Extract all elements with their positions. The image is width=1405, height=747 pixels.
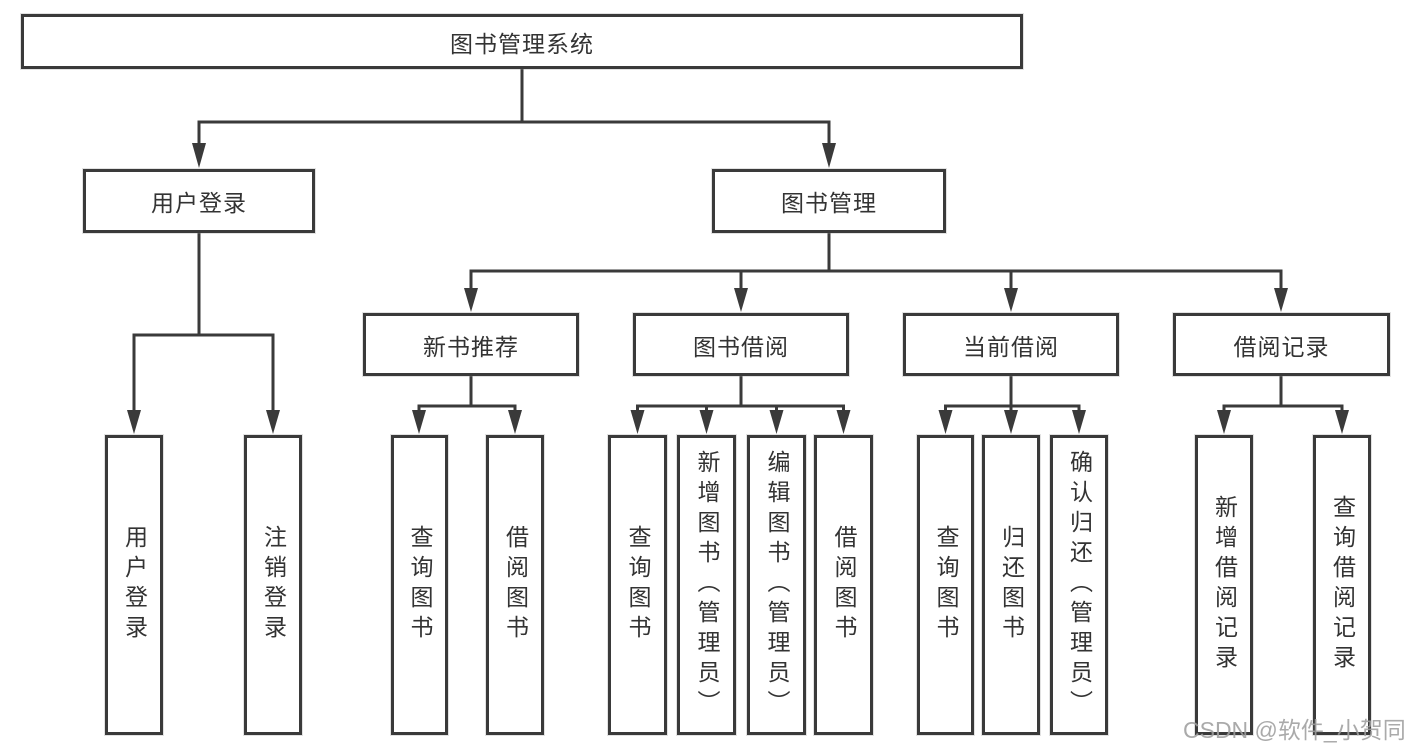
node-label: 图书管理 xyxy=(781,190,877,216)
arrow-to-leaf-user-login xyxy=(127,410,141,434)
arrow-to-leaf-add-book-admin xyxy=(699,410,714,434)
node-library-management-system: 图书管理系统 xyxy=(21,14,1023,69)
arrow-to-new-book-recommend xyxy=(464,288,478,312)
leaf-add-book-admin: 新增图书（管理员） xyxy=(677,435,736,735)
leaf-add-borrow-record: 新增借阅记录 xyxy=(1195,435,1253,735)
node-label: 图书管理系统 xyxy=(450,30,594,57)
arrow-to-user-login xyxy=(192,143,206,168)
arrowheads xyxy=(127,143,1349,434)
arrow-to-leaf-logout xyxy=(266,410,280,434)
node-book-borrow: 图书借阅 xyxy=(633,313,849,376)
node-new-book-recommend: 新书推荐 xyxy=(363,313,579,376)
arrow-to-leaf-confirm-return-admin xyxy=(1072,410,1086,434)
leaf-logout: 注销登录 xyxy=(244,435,302,735)
node-label: 查询图书 xyxy=(933,525,959,645)
node-label: 归还图书 xyxy=(998,525,1025,645)
connector-root-to-level2 xyxy=(197,68,831,146)
node-label: 查询图书 xyxy=(625,525,651,645)
arrow-to-leaf-query-books-3 xyxy=(938,410,953,434)
arrow-to-leaf-add-borrow-record xyxy=(1217,410,1231,434)
node-label: 图书借阅 xyxy=(693,333,789,360)
arrow-to-book-management xyxy=(822,143,836,168)
arrow-to-leaf-query-books-2 xyxy=(630,410,645,434)
node-book-management: 图书管理 xyxy=(712,169,946,233)
leaf-edit-book-admin: 编辑图书（管理员） xyxy=(747,435,806,735)
node-user-login: 用户登录 xyxy=(83,169,315,233)
arrow-to-leaf-query-borrow-record xyxy=(1335,410,1349,434)
node-label: 编辑图书（管理员） xyxy=(764,450,790,720)
leaf-query-books-recommend: 查询图书 xyxy=(391,435,448,735)
node-label: 查询借阅记录 xyxy=(1329,495,1356,675)
arrow-to-leaf-borrow-books-2 xyxy=(836,410,851,434)
connector-borrow-to-leaves xyxy=(636,376,845,412)
leaf-query-borrow-record: 查询借阅记录 xyxy=(1313,435,1371,735)
arrow-to-borrow-records xyxy=(1274,288,1288,312)
node-label: 查询图书 xyxy=(407,525,433,645)
node-label: 注销登录 xyxy=(260,525,287,645)
node-label: 新书推荐 xyxy=(423,333,519,360)
arrow-to-current-borrow xyxy=(1004,288,1018,312)
leaf-user-login: 用户登录 xyxy=(105,435,163,735)
connector-recommend-to-leaves xyxy=(417,376,517,412)
connector-mgmt-to-level3 xyxy=(469,233,1283,290)
arrow-to-book-borrow xyxy=(734,288,748,312)
node-label: 用户登录 xyxy=(151,190,247,216)
leaf-confirm-return-admin: 确认归还（管理员） xyxy=(1050,435,1108,735)
leaf-query-books-current: 查询图书 xyxy=(917,435,974,735)
node-label: 借阅记录 xyxy=(1233,333,1330,360)
node-label: 借阅图书 xyxy=(831,525,857,645)
node-label: 借阅图书 xyxy=(502,525,529,645)
node-label: 新增图书（管理员） xyxy=(694,450,720,720)
node-label: 用户登录 xyxy=(121,525,148,645)
arrow-to-leaf-borrow-books-1 xyxy=(508,410,522,434)
leaf-return-books: 归还图书 xyxy=(982,435,1040,735)
arrow-to-leaf-edit-book-admin xyxy=(769,410,784,434)
connector-records-to-leaves xyxy=(1222,376,1344,412)
connector-current-to-leaves xyxy=(944,376,1081,412)
arrow-to-leaf-return-books xyxy=(1004,410,1018,434)
node-label: 新增借阅记录 xyxy=(1211,495,1238,675)
node-label: 确认归还（管理员） xyxy=(1066,450,1093,720)
leaf-borrow-books-recommend: 借阅图书 xyxy=(486,435,544,735)
leaf-borrow-books-borrow: 借阅图书 xyxy=(814,435,873,735)
connector-login-to-leaves xyxy=(132,233,275,412)
connector-strokes xyxy=(132,68,1344,412)
node-label: 当前借阅 xyxy=(963,333,1059,360)
node-borrow-records: 借阅记录 xyxy=(1173,313,1390,376)
leaf-query-books-borrow: 查询图书 xyxy=(608,435,667,735)
node-current-borrow: 当前借阅 xyxy=(903,313,1119,376)
arrow-to-leaf-query-books-1 xyxy=(412,410,426,434)
